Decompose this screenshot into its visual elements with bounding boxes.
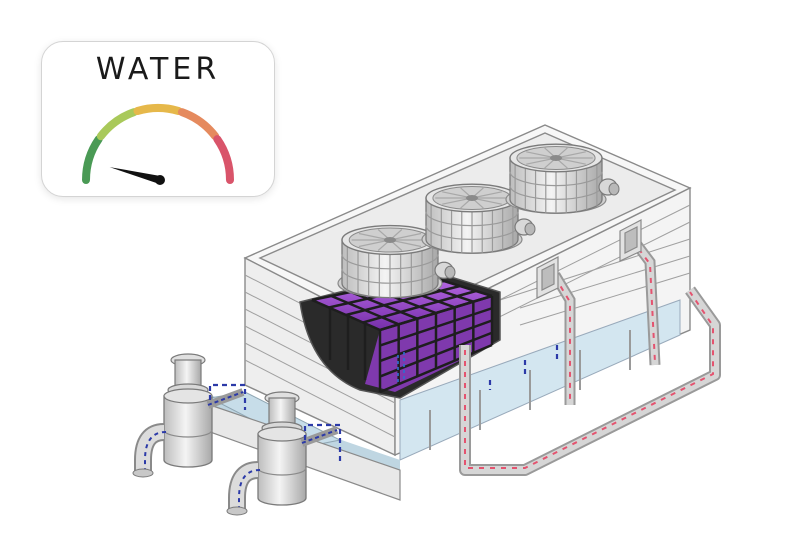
- fan-group: [337, 143, 620, 299]
- pump-icon: [132, 353, 245, 478]
- gauge-segment: [96, 108, 139, 141]
- water-gauge-card: WATER: [41, 41, 275, 197]
- fan-icon: [505, 143, 620, 214]
- water-flow-red-main: [464, 291, 714, 469]
- inlet-boxes: [536, 219, 642, 299]
- gauge-segment: [133, 104, 183, 115]
- pump-group: [132, 353, 339, 516]
- gauge-segment: [213, 135, 234, 184]
- fan-icon: [337, 224, 456, 299]
- gauge-needle: [109, 167, 161, 184]
- gauge-segment: [82, 135, 103, 184]
- pump-icon: [226, 391, 339, 516]
- riser-pipe-1-inner: [551, 273, 574, 405]
- water-flow-blue: [208, 345, 559, 465]
- gauge-needle-pivot: [155, 175, 165, 185]
- gauge-dial: [82, 104, 234, 185]
- gauge-segment: [177, 108, 220, 141]
- gauge-title: WATER: [95, 52, 221, 87]
- cutaway-fill-media: [299, 269, 501, 399]
